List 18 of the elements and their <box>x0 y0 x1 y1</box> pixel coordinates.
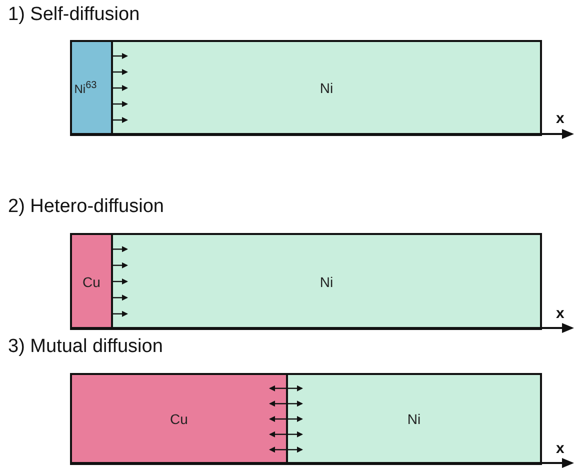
panel-title: 3) Mutual diffusion <box>8 336 163 358</box>
material-region <box>70 40 113 136</box>
axis-label: x <box>556 305 564 322</box>
panel-title: 2) Hetero-diffusion <box>8 196 164 218</box>
material-region <box>111 40 542 136</box>
element-label: Cu <box>170 411 188 427</box>
axis-label: x <box>556 110 564 127</box>
element-label: Ni$^{63}$ <box>74 80 97 96</box>
material-region <box>70 233 113 330</box>
material-region <box>286 373 542 465</box>
element-label: Ni <box>407 411 421 427</box>
panel-title: 1) Self-diffusion <box>8 4 140 26</box>
element-label: Ni <box>320 274 334 290</box>
material-region <box>70 373 288 465</box>
element-label: Ni <box>320 80 334 96</box>
axis-label: x <box>556 440 564 457</box>
element-label: Cu <box>82 274 100 290</box>
material-region <box>111 233 542 330</box>
